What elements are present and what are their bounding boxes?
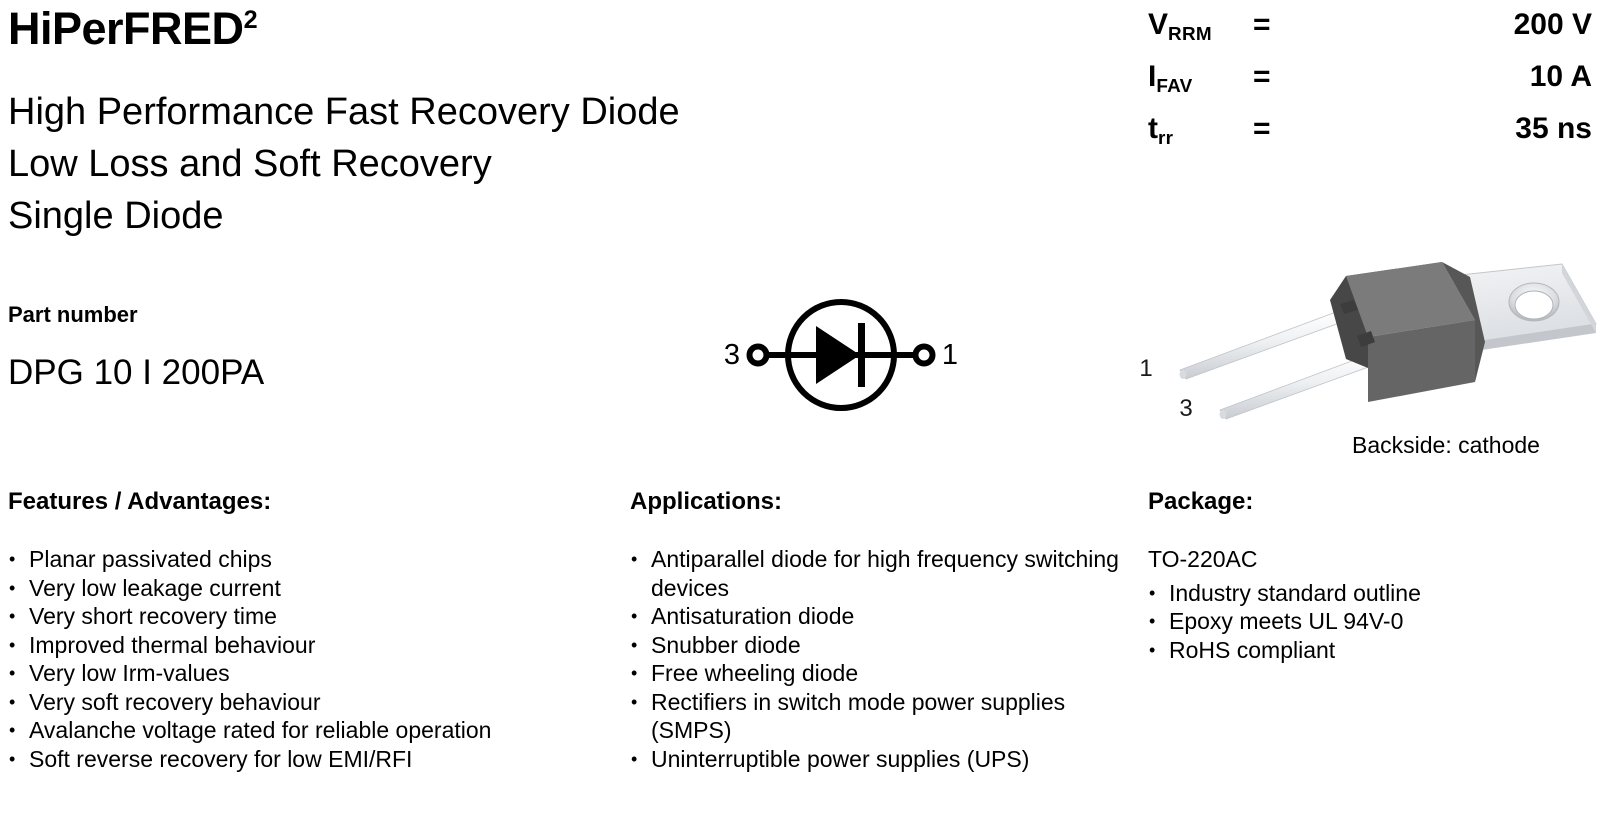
list-item: Snubber diode: [630, 631, 1130, 660]
terminal-node-right: [912, 343, 936, 367]
package-type: TO-220AC: [1148, 546, 1258, 572]
list-item: Very short recovery time: [8, 602, 608, 631]
list-item: Soft reverse recovery for low EMI/RFI: [8, 745, 608, 774]
spec-value-trr: 35 ns: [1515, 112, 1592, 145]
list-item: RoHS compliant: [1148, 636, 1588, 665]
package-heading: Package:: [1148, 488, 1254, 515]
subtitle-line-3: Single Diode: [8, 195, 224, 237]
schematic-anode-label: 3: [724, 339, 740, 371]
features-heading: Features / Advantages:: [8, 488, 272, 515]
list-item: Improved thermal behaviour: [8, 631, 608, 660]
spec-symbol-ifav: IFAV: [1148, 60, 1193, 97]
spec-value-vrrm: 200 V: [1513, 8, 1592, 41]
spec-equals-ifav: =: [1253, 60, 1271, 93]
diode-triangle: [816, 326, 860, 384]
subtitle-line-2: Low Loss and Soft Recovery: [8, 143, 492, 185]
lead-1: [1179, 311, 1343, 380]
list-item: Very soft recovery behaviour: [8, 688, 608, 717]
list-item: Antisaturation diode: [630, 602, 1130, 631]
lead-3-label: 3: [1179, 395, 1192, 422]
diode-schematic-icon: 3 1: [724, 299, 958, 411]
spec-equals-vrrm: =: [1253, 8, 1271, 41]
brand-superscript: 2: [243, 6, 258, 34]
subtitle-line-1: High Performance Fast Recovery Diode: [8, 91, 680, 133]
schematic-cathode-label: 1: [942, 339, 958, 371]
list-item: Avalanche voltage rated for reliable ope…: [8, 716, 608, 745]
part-number-label: Part number: [8, 302, 138, 327]
list-item: Very low Irm-values: [8, 659, 608, 688]
list-item: Antiparallel diode for high frequency sw…: [630, 545, 1130, 602]
terminal-node-left: [746, 343, 770, 367]
package-outline-circle: [785, 299, 897, 411]
spec-equals-trr: =: [1253, 112, 1271, 145]
list-item: Very low leakage current: [8, 574, 608, 603]
package-column: Package: TO-220AC Industry standard outl…: [1148, 488, 1588, 664]
features-list: Planar passivated chips Very low leakage…: [8, 545, 608, 773]
spec-symbol-trr: trr: [1148, 112, 1174, 149]
spec-row-vrrm: VRRM = 200 V: [1148, 8, 1592, 60]
list-item: Planar passivated chips: [8, 545, 608, 574]
applications-list: Antiparallel diode for high frequency sw…: [630, 545, 1130, 773]
applications-heading: Applications:: [630, 488, 783, 515]
spec-row-trr: trr = 35 ns: [1148, 112, 1592, 164]
list-item: Uninterruptible power supplies (UPS): [630, 745, 1130, 774]
package-caption: Backside: cathode: [1352, 432, 1540, 458]
spec-value-ifav: 10 A: [1529, 60, 1592, 93]
features-column: Features / Advantages: Planar passivated…: [8, 488, 608, 773]
applications-column: Applications: Antiparallel diode for hig…: [630, 488, 1130, 773]
spec-symbol-vrrm: VRRM: [1148, 8, 1212, 45]
part-number-value: DPG 10 I 200PA: [8, 353, 265, 392]
list-item: Epoxy meets UL 94V-0: [1148, 607, 1588, 636]
package-epoxy-body: [1330, 262, 1485, 402]
key-specifications-table: VRRM = 200 V IFAV = 10 A trr = 35 ns: [1148, 8, 1592, 164]
list-item: Industry standard outline: [1148, 579, 1588, 608]
spec-row-ifav: IFAV = 10 A: [1148, 60, 1592, 112]
lead-1-label: 1: [1139, 355, 1152, 382]
diode-cathode-bar: [858, 323, 865, 387]
list-item: Free wheeling diode: [630, 659, 1130, 688]
brand-name: HiPerFRED: [8, 3, 244, 54]
page-title: HiPerFRED2: [8, 3, 258, 54]
package-list: Industry standard outline Epoxy meets UL…: [1148, 579, 1588, 665]
package-photo-to220ac: 1 3: [1139, 262, 1597, 422]
list-item: Rectifiers in switch mode power supplies…: [630, 688, 1130, 745]
